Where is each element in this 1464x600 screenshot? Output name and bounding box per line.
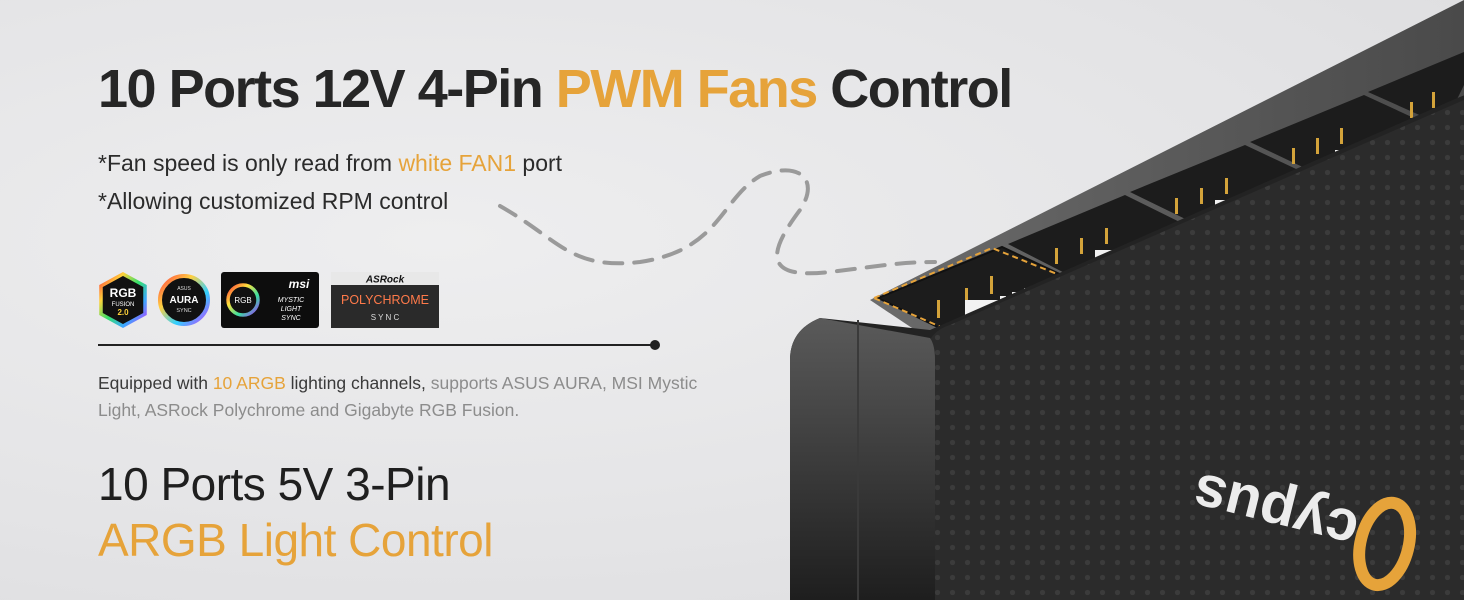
svg-text:POLYCHROME: POLYCHROME	[341, 293, 429, 307]
svg-text:ASUS: ASUS	[177, 286, 191, 292]
svg-text:AURA: AURA	[170, 295, 199, 306]
svg-text:LIGHT: LIGHT	[281, 306, 302, 313]
desc-text: Equipped with	[98, 373, 213, 393]
asrock-polychrome-logo: ASRock POLYCHROME S Y N C	[331, 272, 439, 328]
subheadline-line-2: ARGB Light Control	[98, 514, 493, 566]
title-accent: PWM Fans	[555, 59, 819, 119]
asus-aura-logo: ASUS AURA SYNC	[158, 274, 210, 326]
svg-text:S Y N C: S Y N C	[371, 313, 400, 322]
svg-text:RGB: RGB	[234, 296, 251, 305]
divider-line	[98, 344, 654, 346]
note-accent: white FAN1	[398, 150, 517, 176]
svg-text:FUSION: FUSION	[112, 302, 135, 308]
rpm-note: *Allowing customized RPM control	[98, 188, 449, 214]
note-text-end: port	[516, 150, 563, 176]
title-part-1: 10 Ports 12V 4-Pin	[98, 59, 556, 119]
svg-text:SYNC: SYNC	[281, 315, 301, 322]
sub-headline: 10 Ports 5V 3-Pin ARGB Light Control	[98, 456, 493, 568]
desc-accent: 10 ARGB	[212, 373, 286, 393]
divider-dot	[650, 340, 660, 350]
svg-text:MYSTIC: MYSTIC	[278, 297, 305, 304]
svg-text:SYNC: SYNC	[176, 308, 191, 314]
note-text: *Fan speed is only read from	[98, 150, 399, 176]
svg-text:ASRock: ASRock	[365, 275, 405, 286]
msi-mystic-light-logo: RGB msi MYSTIC LIGHT SYNC	[221, 272, 319, 328]
lighting-description: Equipped with 10 ARGB lighting channels,…	[98, 370, 738, 424]
header-ports	[875, 52, 1464, 347]
title-part-2: Control	[816, 59, 1013, 119]
desc-text-2: lighting channels,	[285, 373, 426, 393]
fan-speed-note: *Fan speed is only read from white FAN1 …	[98, 150, 562, 177]
svg-text:msi: msi	[289, 277, 310, 291]
desc-muted: supports ASUS AURA, MSI Mystic Light, AS…	[98, 373, 698, 420]
rgb-fusion-logo: RGB FUSION 2.0	[99, 272, 147, 328]
dashed-cable-line	[498, 168, 937, 276]
subheadline-line-1: 10 Ports 5V 3-Pin	[98, 458, 451, 510]
page-title: 10 Ports 12V 4-Pin PWM Fans Control	[98, 58, 1013, 120]
svg-text:RGB: RGB	[110, 286, 137, 300]
svg-text:2.0: 2.0	[117, 308, 129, 317]
